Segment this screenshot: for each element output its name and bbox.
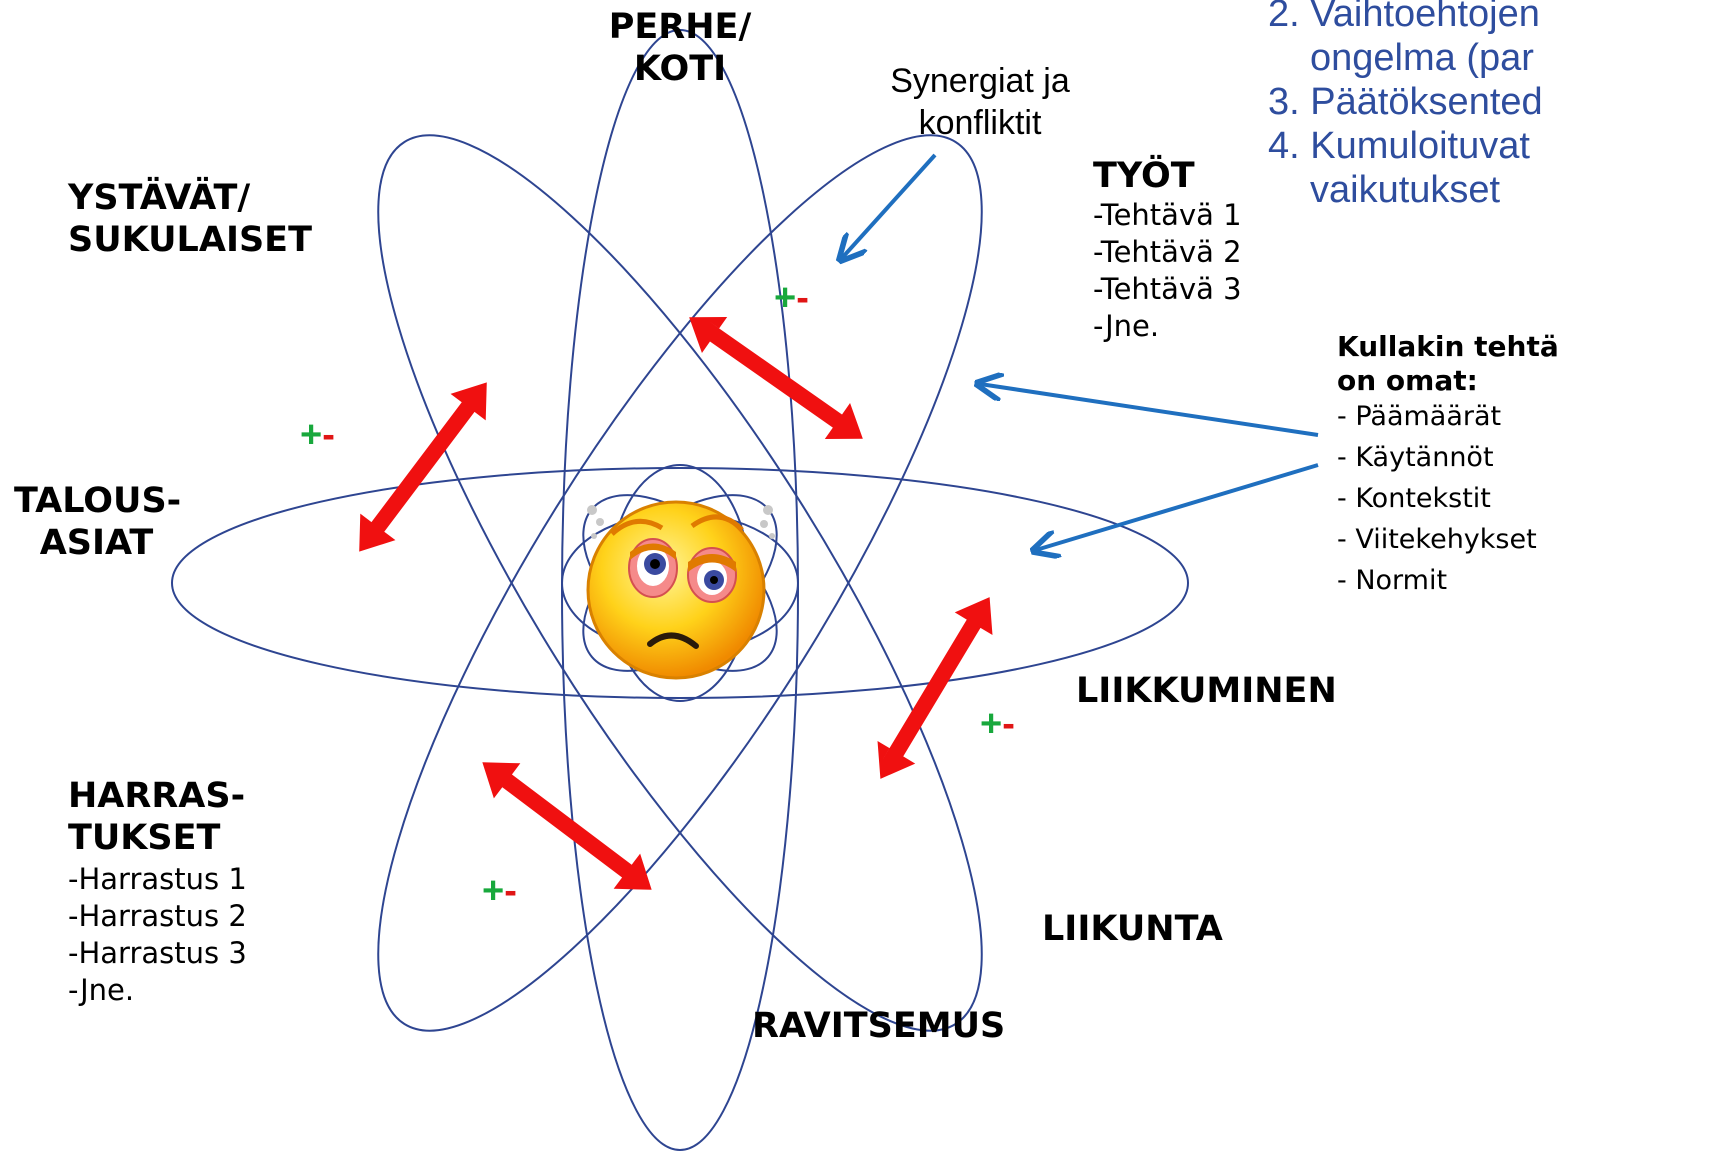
numbered-list-item-4-line2: vaikutukset — [1310, 169, 1501, 211]
orbit-diag-right — [377, 134, 983, 1032]
task-attributes-heading-line1: Kullakin tehtä — [1337, 330, 1559, 363]
double-arrow-right — [877, 597, 993, 779]
task-attributes: Kullakin tehtä on omat: - Päämäärät - Kä… — [1337, 330, 1559, 601]
label-talous: TALOUS- ASIAT — [14, 480, 182, 564]
task-attribute-item: - Normit — [1337, 565, 1448, 596]
plus-minus-left: +- — [300, 416, 335, 454]
numbered-list-item-2-line2: ongelma (par — [1310, 37, 1534, 79]
numbered-list-item-2-line1: 2. Vaihtoehtojen — [1268, 0, 1540, 35]
label-harrastukset-line2: TUKSET — [68, 818, 221, 858]
label-liikunta: LIIKUNTA — [1042, 909, 1223, 949]
task-attribute-item: - Käytännöt — [1337, 442, 1494, 473]
synergy-pointer-arrow — [842, 153, 937, 258]
plus-sign: + — [980, 703, 1003, 745]
label-ystavat-line1: YSTÄVÄT/ — [68, 178, 251, 218]
harrastus-item: -Jne. — [68, 973, 135, 1007]
task-attribute-item: - Kontekstit — [1337, 483, 1491, 514]
plus-minus-right: +- — [980, 705, 1015, 743]
numbered-list-item-2: 2. Vaihtoehtojen ongelma (par — [1268, 0, 1543, 80]
label-tyot: TYÖT -Tehtävä 1 -Tehtävä 2 -Tehtävä 3 -J… — [1093, 155, 1242, 345]
attributes-pointer-arrow-2 — [1036, 463, 1319, 550]
task-attributes-heading-line2: on omat: — [1337, 364, 1478, 397]
tyot-task-item: -Tehtävä 2 — [1093, 235, 1242, 269]
label-synergy-line2: konfliktit — [918, 104, 1042, 142]
label-harrastukset: HARRAS- TUKSET -Harrastus 1 -Harrastus 2… — [68, 775, 247, 1009]
harrastus-item: -Harrastus 1 — [68, 862, 247, 896]
numbered-list-item-4: 4. Kumuloituvat vaikutukset — [1268, 124, 1543, 212]
label-harrastukset-line1: HARRAS- — [68, 776, 246, 816]
orbit-diag-left — [377, 134, 983, 1032]
numbered-list-item-4-line1: 4. Kumuloituvat — [1268, 125, 1530, 167]
plus-minus-bottom: +- — [482, 872, 517, 910]
label-ystavat-line2: SUKULAISET — [68, 220, 312, 260]
double-arrow-top — [689, 316, 863, 440]
tyot-task-item: -Tehtävä 3 — [1093, 272, 1242, 306]
harrastus-item: -Harrastus 3 — [68, 936, 247, 970]
tyot-task-item: -Jne. — [1093, 309, 1160, 343]
minus-sign: - — [322, 414, 335, 456]
label-perhe-koti-line2: KOTI — [633, 49, 727, 89]
label-ravitsemus: RAVITSEMUS — [752, 1006, 1006, 1046]
task-attribute-item: - Päämäärät — [1337, 401, 1502, 432]
conflict-arrows — [359, 316, 993, 890]
harrastukset-list: -Harrastus 1 -Harrastus 2 -Harrastus 3 -… — [68, 861, 247, 1009]
label-ystavat: YSTÄVÄT/ SUKULAISET — [68, 177, 312, 261]
label-synergy: Synergiat ja konfliktit — [860, 60, 1100, 144]
minus-sign: - — [1002, 703, 1015, 745]
plus-sign: + — [482, 870, 505, 912]
label-talous-line1: TALOUS- — [14, 481, 182, 521]
attributes-pointer-arrow-1 — [980, 384, 1319, 437]
numbered-list-item-3: 3. Päätöksented — [1268, 80, 1543, 124]
label-perhe-koti: PERHE/ KOTI — [600, 6, 760, 90]
plus-sign: + — [774, 277, 797, 319]
plus-sign: + — [300, 414, 323, 456]
tyot-task-list: -Tehtävä 1 -Tehtävä 2 -Tehtävä 3 -Jne. — [1093, 197, 1242, 345]
label-tyot-title: TYÖT — [1093, 156, 1195, 196]
pointer-arrows — [842, 153, 1319, 550]
label-liikkuminen: LIIKKUMINEN — [1076, 671, 1337, 711]
double-arrow-left — [359, 382, 487, 552]
numbered-list: 2. Vaihtoehtojen ongelma (par 3. Päätöks… — [1268, 0, 1543, 212]
label-perhe-koti-line1: PERHE/ — [608, 7, 752, 47]
double-arrow-bottom — [482, 762, 652, 890]
plus-minus-top: +- — [774, 279, 809, 317]
minus-sign: - — [796, 277, 809, 319]
worried-face-icon — [586, 500, 775, 680]
numbered-list-item-3-line1: 3. Päätöksented — [1268, 81, 1543, 123]
task-attribute-item: - Viitekehykset — [1337, 524, 1537, 555]
orbit-horizontal — [171, 467, 1189, 699]
harrastus-item: -Harrastus 2 — [68, 899, 247, 933]
minus-sign: - — [504, 870, 517, 912]
task-attributes-list: - Päämäärät - Käytännöt - Kontekstit - V… — [1337, 396, 1559, 601]
tyot-task-item: -Tehtävä 1 — [1093, 198, 1242, 232]
label-talous-line2: ASIAT — [39, 523, 154, 563]
label-synergy-line1: Synergiat ja — [890, 62, 1070, 100]
